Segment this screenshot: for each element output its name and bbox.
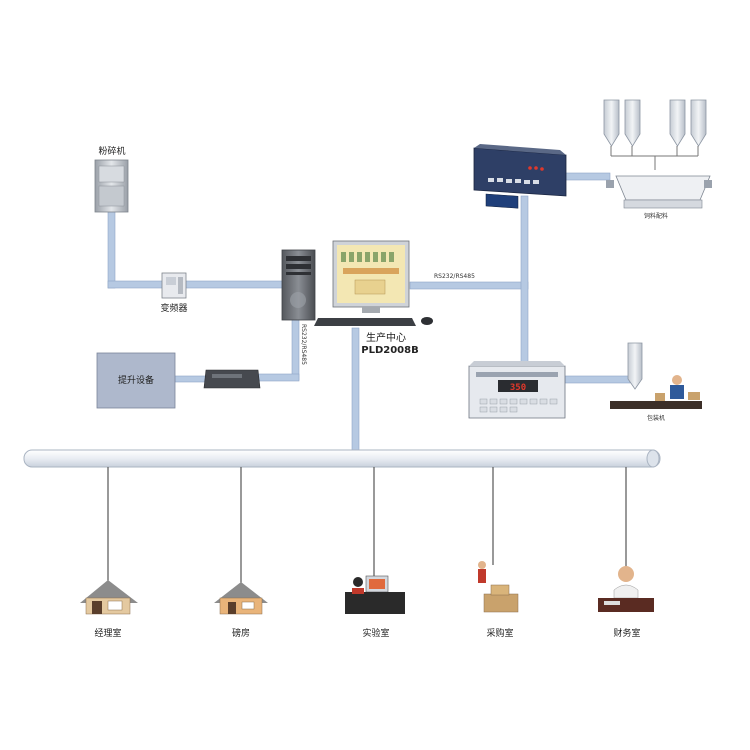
- pipe-lift-link: [174, 375, 208, 383]
- rs-vertical-label: RS232/RS485: [300, 324, 307, 365]
- office-drop-lines: [107, 467, 627, 590]
- pipe-crusher-down: [107, 209, 116, 289]
- inverter-icon: [161, 272, 187, 299]
- feed-silos-icon: [603, 99, 707, 170]
- office-manager-icon: [80, 580, 138, 615]
- batching-controller-icon: [473, 144, 567, 209]
- production-center-label: 生产中心: [366, 333, 406, 344]
- office-label-3: 实验室: [362, 629, 390, 639]
- batching-label: 饲料配料: [643, 213, 669, 220]
- production-center-model-label: PLD2008B: [361, 345, 419, 356]
- crusher-machine-icon: [94, 159, 129, 213]
- inverter-label: 变频器: [160, 304, 188, 314]
- lift-label: 提升设备: [117, 376, 155, 386]
- packing-machine-icon: [610, 342, 702, 409]
- pipe-right-trunk: [520, 195, 529, 367]
- pipe-center-down: [351, 327, 360, 454]
- packing-display-readout: 350: [510, 383, 526, 393]
- rs-horizontal-label: RS232/RS485: [434, 273, 475, 280]
- office-label-5: 财务室: [613, 629, 641, 639]
- pipe-rs-horizontal: [409, 281, 529, 290]
- monitor-icon: [332, 240, 410, 313]
- mouse-icon: [421, 317, 433, 325]
- lift-equipment-icon: [96, 352, 176, 409]
- office-label-2: 磅房: [231, 629, 251, 639]
- pipe-to-lift-device: [257, 373, 300, 382]
- crusher-label: 粉碎机: [98, 147, 126, 157]
- office-lab-icon: [345, 575, 405, 614]
- pipe-to-batching: [564, 172, 611, 181]
- office-label-4: 采购室: [486, 629, 514, 639]
- batching-scale-icon: [606, 175, 712, 209]
- office-weighbridge-icon: [214, 582, 268, 615]
- pipe-rs-vertical: [291, 317, 300, 381]
- pc-tower-icon: [281, 249, 316, 321]
- packing-controller-icon: 350: [468, 361, 566, 419]
- pipe-inverter-line: [107, 280, 284, 289]
- office-finance-icon: [598, 566, 654, 612]
- office-purchase-icon: [478, 561, 519, 613]
- lift-controller-icon: [203, 369, 261, 389]
- packing-label: 包装机: [646, 415, 666, 422]
- pipe-to-packing: [564, 375, 631, 384]
- network-bus: [23, 449, 661, 468]
- office-label-1: 经理室: [94, 629, 122, 639]
- keyboard-icon: [314, 317, 433, 326]
